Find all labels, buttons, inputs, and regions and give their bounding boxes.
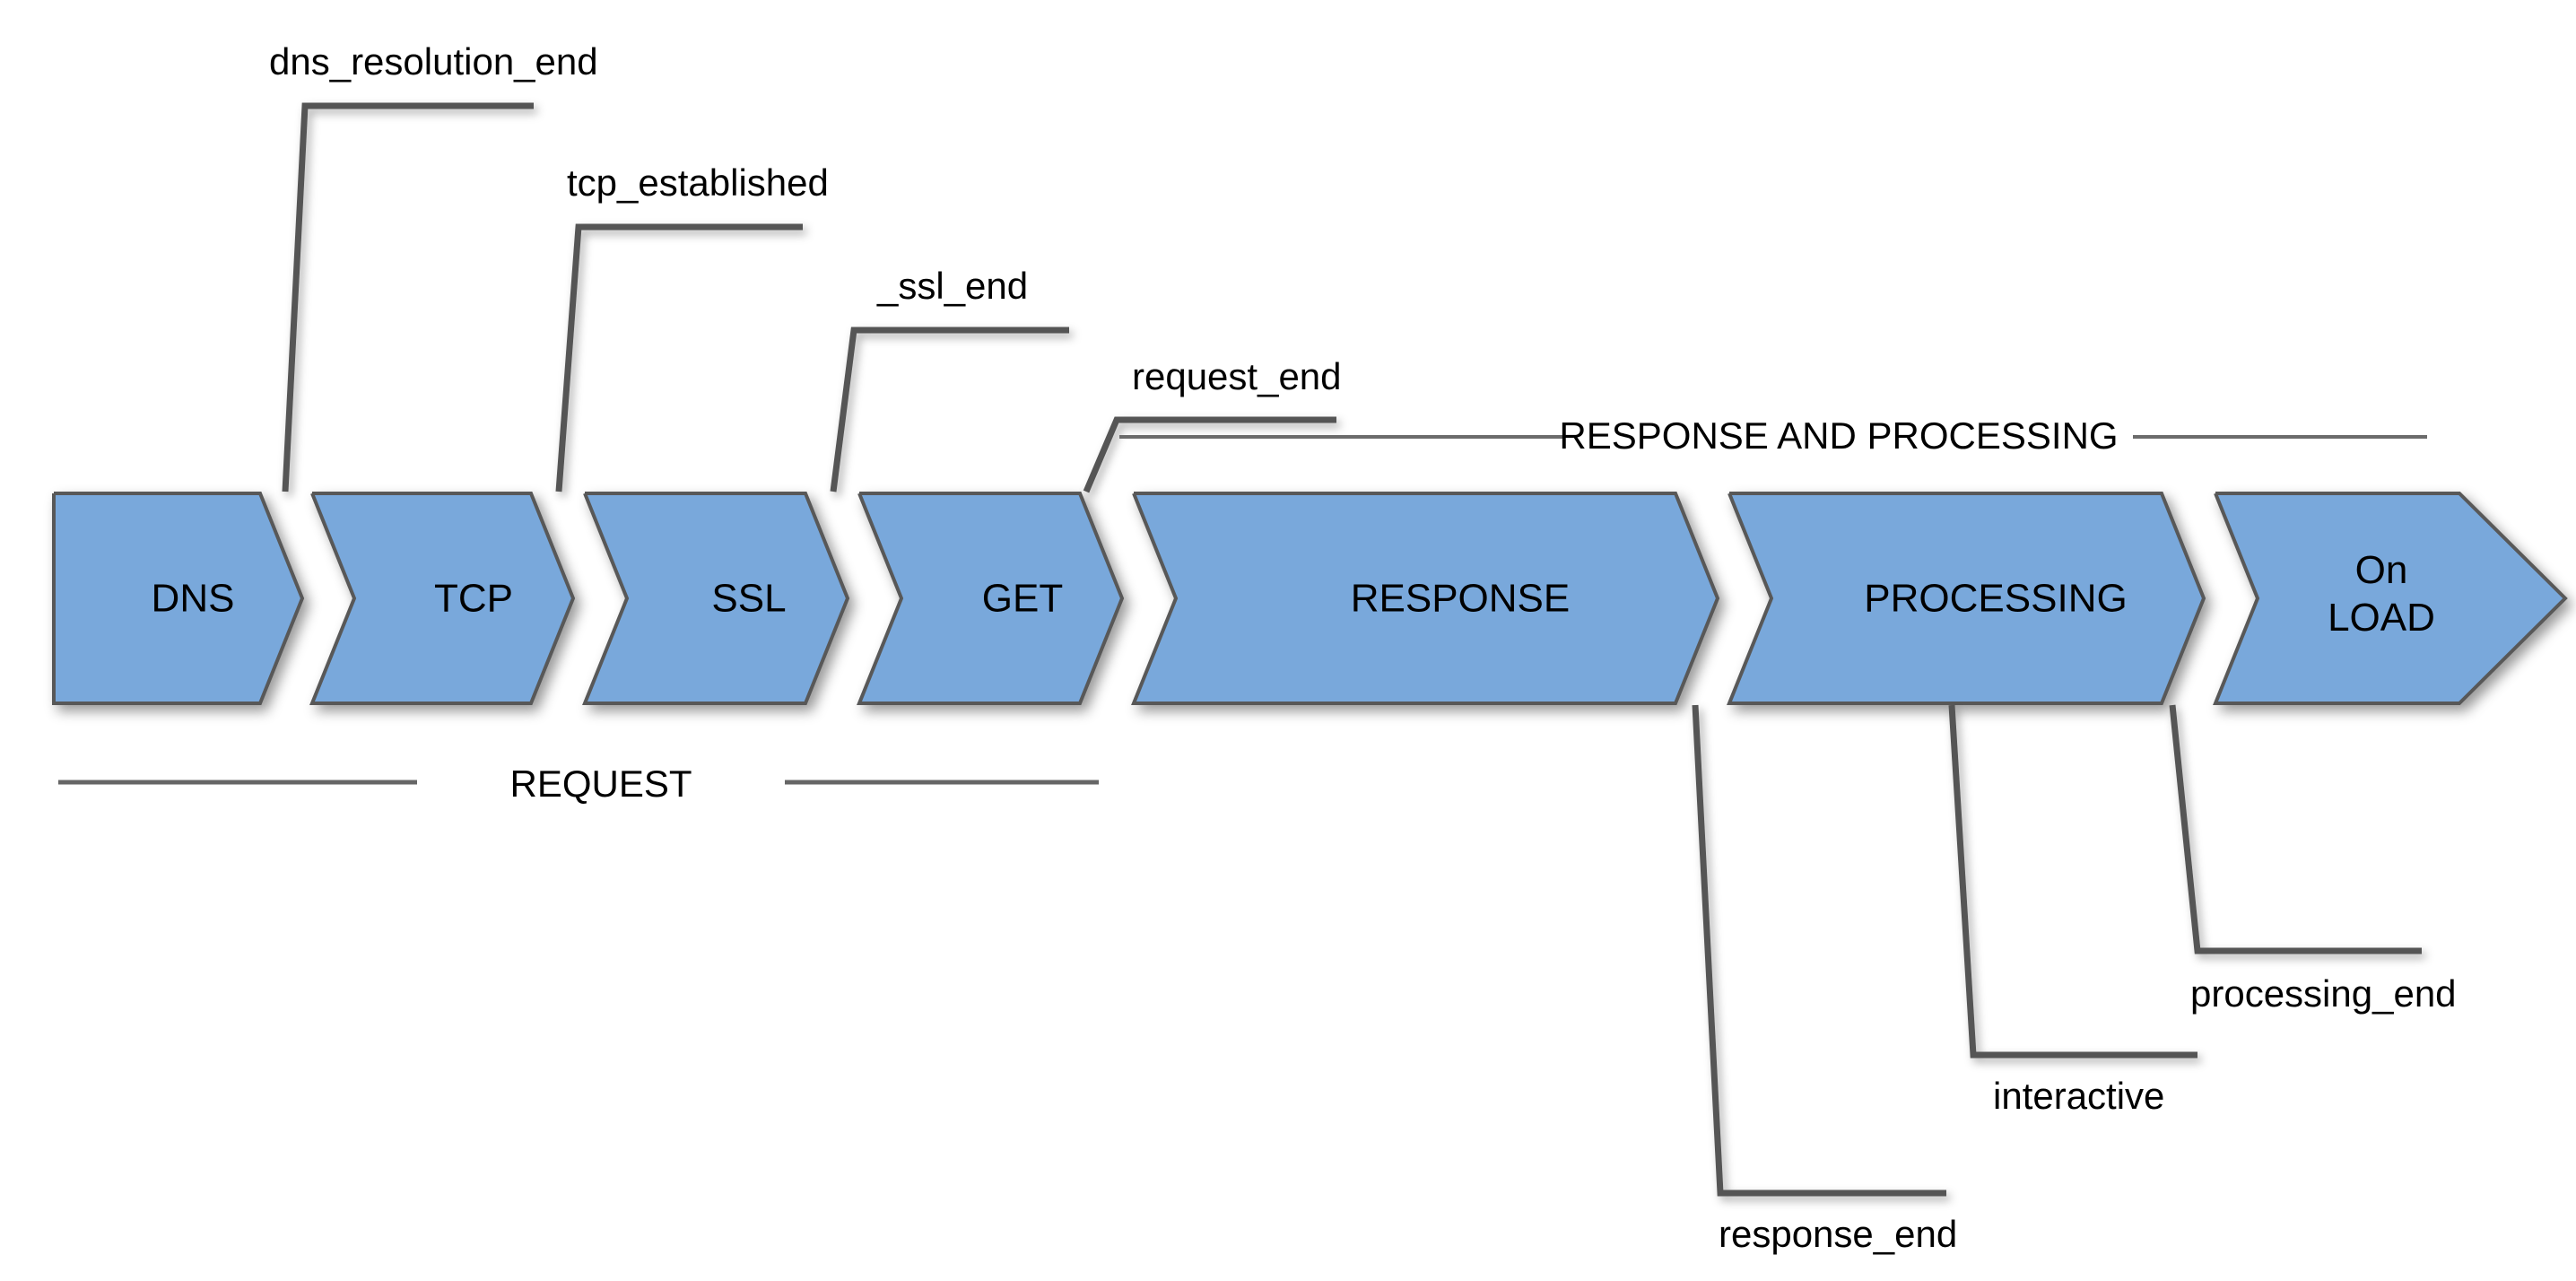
marker-label-interactive: interactive (1993, 1075, 2164, 1117)
marker-label-dns-resolution-end: dns_resolution_end (269, 40, 598, 83)
section-response-and-processing: RESPONSE AND PROCESSING (1119, 414, 2427, 457)
section-label-response-and-processing: RESPONSE AND PROCESSING (1559, 414, 2118, 457)
stage-chevron-dns[interactable] (52, 492, 305, 705)
stage-label-processing: PROCESSING (1864, 577, 2127, 621)
stage-chevron-processing[interactable] (1727, 492, 2206, 705)
stage-label-response: RESPONSE (1351, 577, 1571, 621)
leader-dns-resolution-end (282, 102, 534, 492)
section-label-request: REQUEST (509, 762, 692, 805)
marker-label-ssl-end: _ssl_end (876, 265, 1028, 307)
stage-chevron-response[interactable] (1131, 492, 1720, 705)
leader-ssl-end (830, 327, 1069, 492)
leader-processing-end (2169, 704, 2422, 954)
leader-interactive (1948, 704, 2197, 1059)
stage-chevron-ssl[interactable] (582, 492, 850, 705)
stage-label-dns: DNS (152, 577, 235, 621)
marker-label-processing-end: processing_end (2190, 972, 2457, 1015)
stage-label-onload-line2: LOAD (2328, 596, 2435, 640)
marker-label-request-end: request_end (1132, 355, 1342, 397)
stage-label-tcp: TCP (434, 577, 513, 621)
leader-request-end (1083, 416, 1336, 493)
stage-chevron-get[interactable] (857, 492, 1125, 705)
marker-label-tcp-established: tcp_established (567, 161, 829, 204)
stage-label-onload-line1: On (2355, 548, 2408, 592)
stage-label-ssl: SSL (711, 577, 786, 621)
stage-chevron-band: DNS TCP SSL GET RESPONSE PROCESSING On L… (52, 492, 2568, 705)
top-marker-leaders: dns_resolution_end tcp_established _ssl_… (269, 40, 1342, 493)
leader-tcp-established (555, 223, 803, 492)
bottom-marker-leaders: response_end interactive processing_end (1692, 704, 2457, 1255)
stage-label-get: GET (982, 577, 1063, 621)
section-request: REQUEST (58, 762, 1099, 805)
stage-chevron-tcp[interactable] (309, 492, 576, 705)
leader-response-end (1692, 704, 1946, 1197)
marker-label-response-end: response_end (1719, 1213, 1957, 1255)
stage-chevron-onload[interactable] (2213, 492, 2568, 705)
